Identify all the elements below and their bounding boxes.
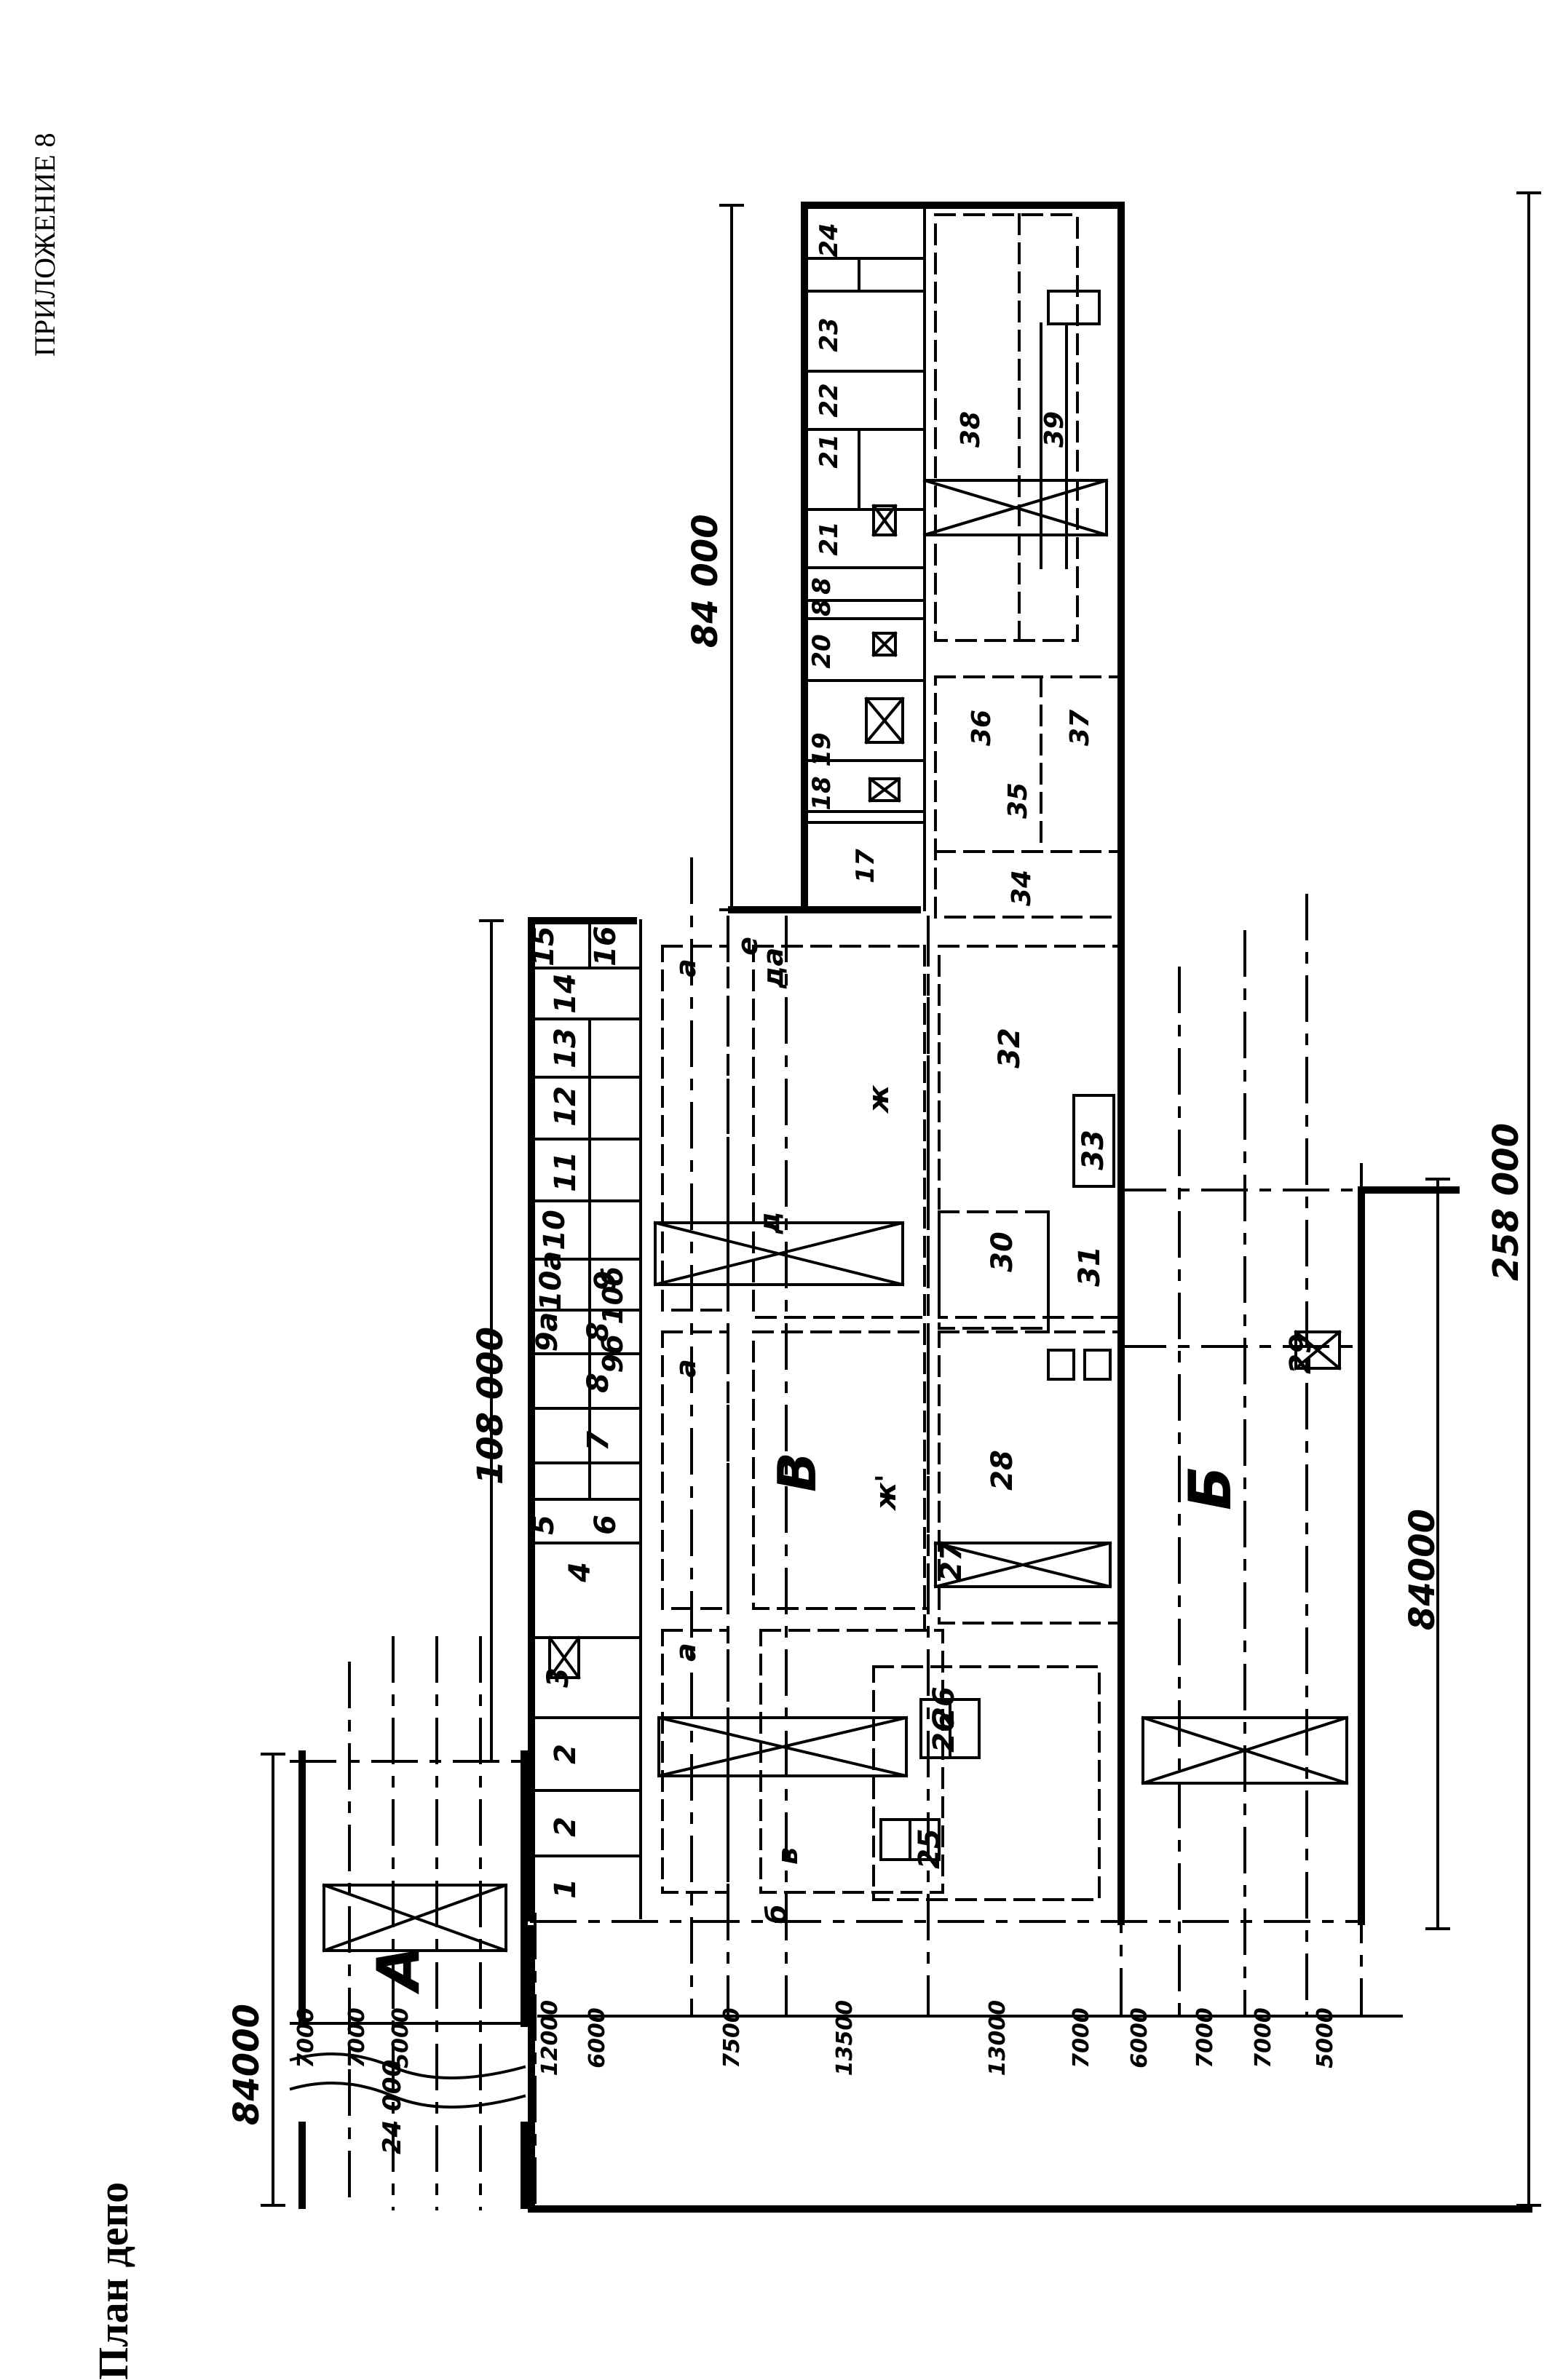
crane-bays	[322, 290, 1349, 1953]
room-label: 26	[927, 1712, 961, 1753]
room-label: 32	[993, 1028, 1026, 1068]
dim-84000-right-wing: 84 000	[685, 514, 726, 648]
room-label: 27	[935, 1541, 968, 1582]
room-label: 38	[956, 411, 986, 448]
zone-letter: б	[761, 1905, 793, 1924]
room-label: 10а	[534, 1251, 568, 1312]
room-label: 3	[542, 1667, 575, 1688]
zone-letter: г	[768, 1469, 800, 1485]
span-labels: 7000 7000 5000 12000 6000 7500 13500 13000 7000 6…	[293, 2000, 1338, 2076]
room-label: 26	[927, 1686, 961, 1727]
zone-letter: 9б	[597, 1335, 629, 1373]
zone-letter: д	[753, 1212, 786, 1235]
room-label: 30	[986, 1231, 1019, 1272]
span-label: 13000	[985, 2000, 1010, 2076]
room-label: 33	[1077, 1130, 1110, 1170]
room-label: 28	[986, 1450, 1019, 1491]
zone-letter: в	[772, 1847, 804, 1865]
dim-24000: 24 000	[378, 2060, 407, 2154]
room-label: 19	[807, 732, 836, 766]
span-label: 7500	[719, 2007, 745, 2068]
dim-258000: 258 000	[1486, 1123, 1527, 1281]
room-label: 34	[1007, 870, 1037, 906]
span-label: 7000	[1192, 2007, 1218, 2068]
room-label: 18	[807, 776, 836, 810]
span-label: 6000	[1127, 2007, 1152, 2068]
room-label: 39	[1040, 411, 1069, 448]
dim-84000-section-b: 84000	[1402, 1509, 1443, 1630]
room-label: 1	[549, 1879, 582, 1899]
zone-letter: да	[757, 948, 789, 989]
span-label: 5000	[1313, 2007, 1338, 2068]
dimension-lines	[261, 191, 1541, 2207]
room-label: 20	[807, 634, 836, 668]
zone-letter: 10б	[597, 1266, 629, 1324]
top-room-row	[530, 919, 642, 1919]
room-label: 14	[549, 973, 582, 1014]
depot-plan-drawing: 258 000 108 000 84 000 84000 84000 24 00…	[226, 191, 1541, 2213]
dim-108000: 108 000	[470, 1327, 511, 1485]
room-label: 2	[549, 1817, 582, 1837]
zone-letter: ж'	[870, 1474, 902, 1511]
room-label: 31	[1073, 1246, 1107, 1287]
room-label: 16	[589, 926, 622, 967]
span-label: 5000	[388, 2007, 413, 2068]
room-label: 13	[549, 1028, 582, 1068]
span-label: 7000	[344, 2007, 370, 2068]
zone-letter: е	[732, 937, 764, 956]
outer-walls	[298, 202, 1532, 2213]
room-label: 7	[582, 1431, 615, 1451]
span-label: 13500	[832, 2000, 858, 2076]
span-label: 6000	[585, 2007, 610, 2068]
axis-lines-horizontal	[290, 1189, 1363, 1923]
zone-letter: а	[670, 959, 702, 977]
room-label: 8	[582, 1373, 615, 1393]
room-label: 24	[815, 223, 844, 257]
room-label: 2	[549, 1744, 582, 1764]
dim-84000-section-a: 84000	[226, 2004, 267, 2125]
zone-b-label: Б	[1176, 1466, 1244, 1510]
span-label: 12000	[537, 2000, 563, 2076]
room-label: 25	[913, 1828, 946, 1869]
zone-letter: а	[670, 1359, 702, 1378]
zone-v-label: В	[767, 1452, 828, 1492]
room-label: 4	[563, 1562, 597, 1583]
room-label: 15	[527, 926, 561, 967]
room-label: 21	[815, 434, 844, 468]
span-label: 7000	[293, 2007, 319, 2068]
room-label: 21	[815, 521, 844, 555]
room-label: 10	[538, 1210, 571, 1250]
zone-letter: а	[670, 1643, 702, 1662]
room-label: 23	[815, 317, 844, 352]
room-label: 6	[589, 1515, 622, 1535]
room-label: 36	[967, 710, 997, 746]
span-label: 7000	[1251, 2007, 1276, 2068]
room-label: 8	[582, 1322, 615, 1342]
room-label: 12	[549, 1086, 582, 1127]
room-label: 8	[807, 577, 836, 595]
room-label: 8	[807, 599, 836, 616]
zone-a-label: А	[365, 1945, 432, 1995]
zone-letter: ж	[863, 1084, 895, 1114]
dimension-labels: 258 000 108 000 84 000 84000 84000 24 00…	[226, 514, 1527, 2154]
room-label: 37	[1065, 710, 1095, 746]
section-a-break	[289, 2052, 526, 2109]
room-label: 9а	[531, 1312, 564, 1352]
room-label: 35	[1003, 782, 1033, 819]
span-label: 7000	[1069, 2007, 1094, 2068]
right-wing-rooms	[803, 204, 926, 911]
room-label: 5	[527, 1515, 561, 1535]
room-label: 17	[851, 849, 880, 884]
room-label: 22	[815, 383, 844, 417]
room-label: 9	[589, 1271, 622, 1291]
room-label: 29	[1284, 1333, 1318, 1374]
axis-lines-vertical	[348, 857, 1363, 2210]
room-label: 11	[549, 1151, 582, 1192]
zone-labels: А Б В	[365, 1452, 1244, 1995]
